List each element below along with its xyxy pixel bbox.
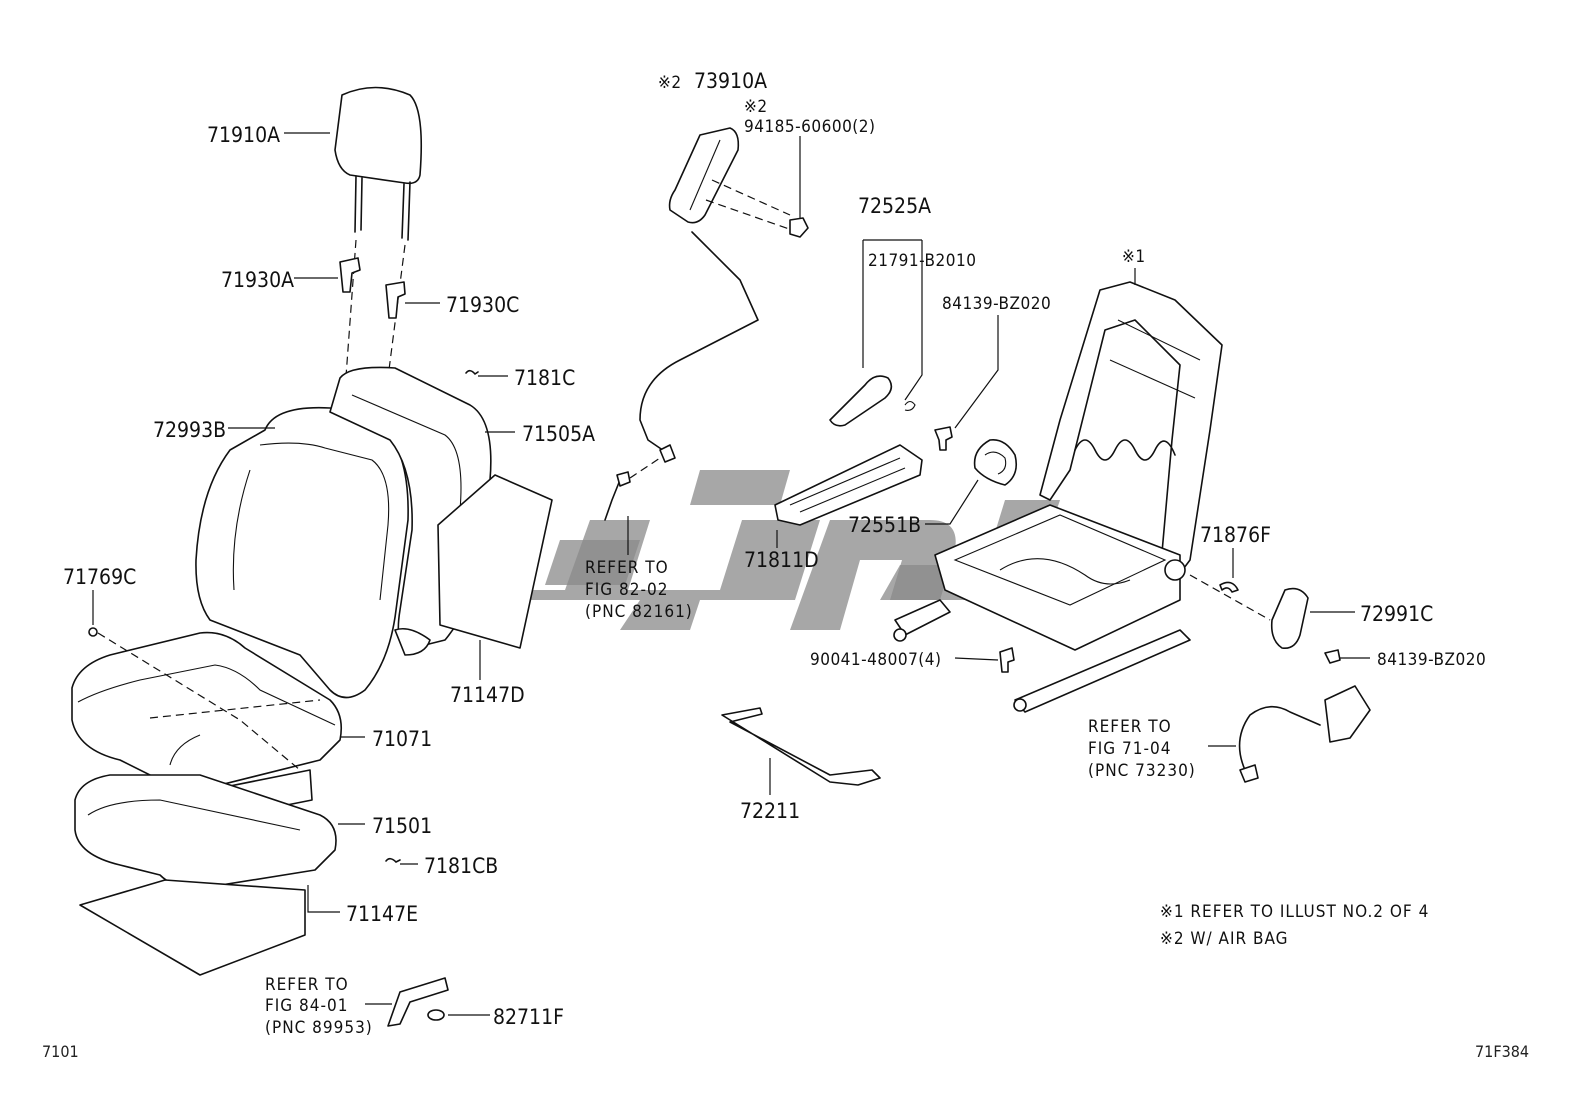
label-73910A: 73910A [694, 69, 767, 93]
label-94185-60600: 94185-60600(2) [744, 117, 875, 137]
note-1: ※1 REFER TO ILLUST NO.2 OF 4 [1160, 902, 1429, 922]
label-72993B: 72993B [153, 418, 226, 442]
reference-fig-82-02[interactable]: REFER TO FIG 82-02 (PNC 82161) [585, 558, 693, 622]
mark-2-airbag: ※2 [658, 73, 682, 93]
airbag-module-73910A[interactable] [639, 127, 809, 463]
ref-84-line3: (PNC 89953) [265, 1018, 373, 1038]
headrest-guides [339, 239, 406, 441]
mark-1-frame: ※1 [1122, 247, 1146, 267]
label-71147E: 71147E [346, 902, 418, 926]
label-90041-48007: 90041-48007(4) [810, 650, 941, 670]
cushion-board-71147E[interactable] [79, 879, 306, 976]
illustration-code: 71F384 [1475, 1042, 1529, 1061]
bracket-71876F[interactable] [1219, 581, 1239, 593]
label-72211: 72211 [740, 799, 800, 823]
ref-82-line1: REFER TO [585, 558, 669, 578]
label-84139-BZ020-lower: 84139-BZ020 [1377, 650, 1486, 670]
seat-frame-assembly[interactable] [893, 281, 1223, 713]
diagram-number: 7101 [42, 1042, 79, 1061]
cushion-pad-71501[interactable] [74, 774, 337, 891]
back-board-71147D[interactable] [437, 474, 553, 649]
pin-84139-upper [934, 426, 953, 451]
frame-dash-lines [1189, 574, 1341, 664]
mark-2-bolt: ※2 [744, 97, 768, 117]
ref-84-line1: REFER TO [265, 975, 349, 995]
label-72991C: 72991C [1360, 602, 1433, 626]
label-71769C: 71769C [63, 565, 136, 589]
label-71930A: 71930A [221, 268, 294, 292]
ref-71-line3: (PNC 73230) [1088, 761, 1196, 781]
option-marks: ※2 ※2 ※1 [658, 73, 1146, 267]
small-parts-left [88, 369, 479, 1027]
label-71876F: 71876F [1200, 523, 1271, 547]
label-84139-BZ020-upper: 84139-BZ020 [942, 294, 1051, 314]
label-71071: 71071 [372, 727, 432, 751]
ref-82-line3: (PNC 82161) [585, 602, 693, 622]
label-71501: 71501 [372, 814, 432, 838]
note-2: ※2 W/ AIR BAG [1160, 929, 1289, 949]
ref-71-line2: FIG 71-04 [1088, 739, 1171, 759]
footnotes: ※1 REFER TO ILLUST NO.2 OF 4 ※2 W/ AIR B… [1160, 902, 1429, 949]
side-cover-71811D[interactable] [774, 444, 923, 526]
label-71147D: 71147D [450, 683, 525, 707]
alignment-lines-left [97, 632, 321, 771]
label-21791-B2010: 21791-B2010 [868, 251, 976, 271]
label-7181CB: 7181CB [424, 854, 498, 878]
label-71811D: 71811D [744, 548, 819, 572]
knob-cover-72551B[interactable] [973, 438, 1018, 486]
reference-fig-71-04[interactable]: REFER TO FIG 71-04 (PNC 73230) [1088, 717, 1196, 781]
seatback-cover-72993B[interactable] [195, 406, 409, 699]
recliner-cover-72991C[interactable] [1270, 587, 1309, 650]
label-71505A: 71505A [522, 422, 595, 446]
label-71910A: 71910A [207, 123, 280, 147]
ref-71-line1: REFER TO [1088, 717, 1172, 737]
label-72551B: 72551B [848, 513, 921, 537]
clip-90041 [999, 647, 1015, 673]
ref-84-line2: FIG 84-01 [265, 996, 348, 1016]
ref-82-line2: FIG 82-02 [585, 580, 668, 600]
label-72525A: 72525A [858, 194, 931, 218]
label-82711F: 82711F [493, 1005, 564, 1029]
seatbelt-buckle-73230[interactable] [1238, 685, 1371, 783]
wire-connector-82-02 [604, 457, 661, 521]
headrest-71910A[interactable] [334, 86, 423, 241]
part-labels: 71910A 71930A 71930C 7181C 72993B 71505A… [63, 69, 1486, 1029]
wire-72211[interactable] [721, 707, 881, 786]
leader-lines [92, 132, 1370, 1016]
corner-codes: 7101 71F384 [42, 1042, 1529, 1061]
label-7181C: 7181C [514, 366, 575, 390]
reference-fig-84-01[interactable]: REFER TO FIG 84-01 (PNC 89953) [265, 975, 373, 1038]
label-71930C: 71930C [446, 293, 519, 317]
recliner-handle-72525A[interactable] [829, 375, 916, 427]
